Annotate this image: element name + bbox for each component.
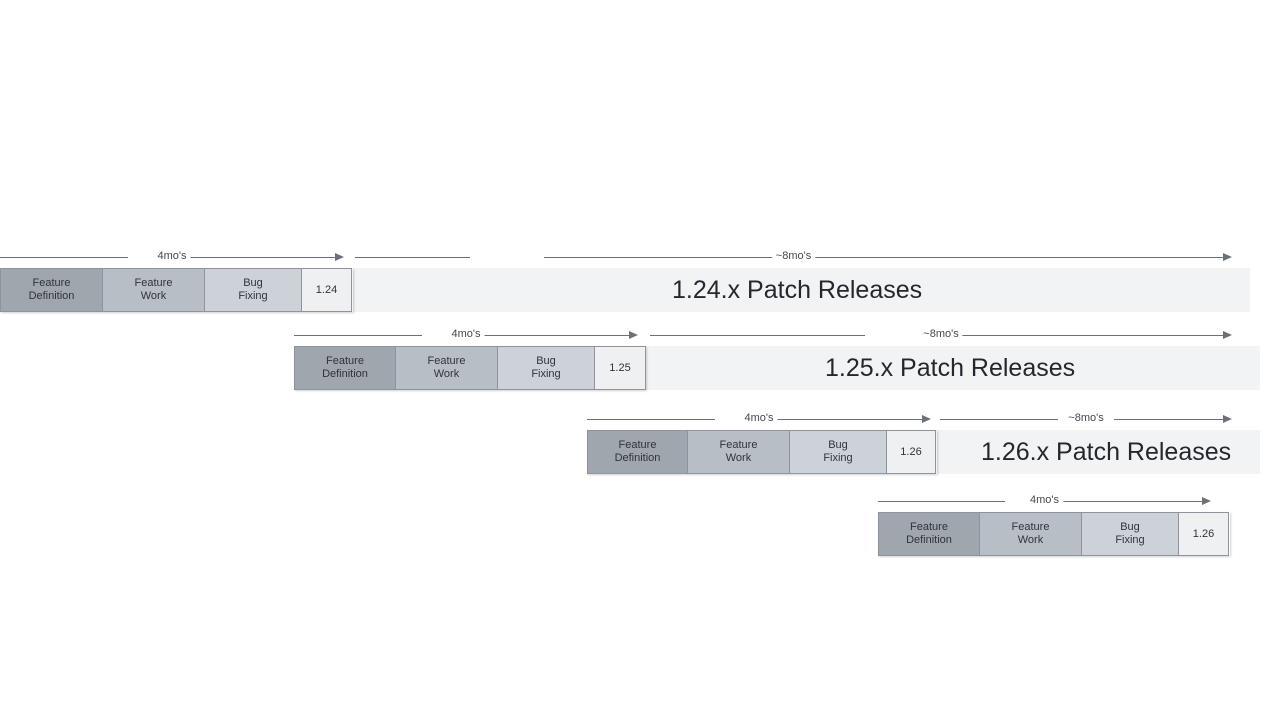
phase-feature-work[interactable]: Feature Work (102, 268, 205, 312)
phase-feature-work[interactable]: Feature Work (687, 430, 790, 474)
release-row-126: 4mo's ~8mo's 1.26.x Patch Releases Featu… (0, 410, 1280, 474)
release-row-127: 4mo's Feature Definition Feature Work Bu… (0, 492, 1280, 556)
measure-line-right (544, 257, 1224, 258)
phase-feature-definition[interactable]: Feature Definition (0, 268, 103, 312)
release-row-124: 4mo's ~8mo's 1.24.x Patch Releases Featu… (0, 248, 1280, 312)
phase-release-tag[interactable]: 1.24 (301, 268, 352, 312)
measure-line-left (940, 419, 1058, 420)
phase-bug-fixing[interactable]: Bug Fixing (497, 346, 595, 390)
phase-track-127: Feature Definition Feature Work Bug Fixi… (878, 512, 1230, 556)
measure-line-left (587, 419, 715, 420)
arrow-head-icon (629, 331, 638, 339)
phase-track-126: Feature Definition Feature Work Bug Fixi… (587, 430, 937, 474)
measure-line-left (878, 501, 1005, 502)
measure-line-left (294, 335, 422, 336)
patch-release-bar-124: 1.24.x Patch Releases (352, 268, 1250, 312)
phase-release-tag[interactable]: 1.26 (1178, 512, 1229, 556)
measure-line-left (355, 257, 470, 258)
measure-line-right (1114, 419, 1224, 420)
patch-duration-label: ~8mo's (771, 249, 816, 263)
phase-feature-definition[interactable]: Feature Definition (878, 512, 980, 556)
patch-release-label: 1.26.x Patch Releases (981, 438, 1232, 466)
patch-duration-measure-125: ~8mo's (650, 326, 1232, 346)
patch-release-label: 1.25.x Patch Releases (825, 354, 1076, 382)
dev-duration-label: 4mo's (1026, 493, 1063, 507)
dev-duration-measure-127: 4mo's (878, 492, 1211, 512)
arrow-head-icon (1223, 415, 1232, 423)
dev-duration-label: 4mo's (447, 327, 485, 341)
phase-release-tag[interactable]: 1.25 (594, 346, 646, 390)
phase-feature-definition[interactable]: Feature Definition (587, 430, 688, 474)
patch-duration-measure-126: ~8mo's (940, 410, 1232, 430)
phase-track-125: Feature Definition Feature Work Bug Fixi… (294, 346, 646, 390)
measure-line-right (472, 335, 630, 336)
measure-line-left (650, 335, 865, 336)
patch-duration-measure-124: ~8mo's (355, 248, 1232, 268)
phase-bug-fixing[interactable]: Bug Fixing (204, 268, 302, 312)
arrow-head-icon (335, 253, 344, 261)
dev-duration-measure-124: 4mo's (0, 248, 344, 268)
patch-release-label: 1.24.x Patch Releases (672, 276, 923, 304)
dev-duration-label: 4mo's (153, 249, 191, 263)
arrow-head-icon (1223, 331, 1232, 339)
phase-feature-work[interactable]: Feature Work (979, 512, 1082, 556)
patch-release-bar-126: 1.26.x Patch Releases (936, 430, 1260, 474)
dev-duration-measure-125: 4mo's (294, 326, 638, 346)
measure-line-right (178, 257, 336, 258)
phase-bug-fixing[interactable]: Bug Fixing (789, 430, 887, 474)
measure-line-right (1055, 501, 1203, 502)
arrow-head-icon (1202, 497, 1211, 505)
phase-feature-definition[interactable]: Feature Definition (294, 346, 396, 390)
phase-release-tag[interactable]: 1.26 (886, 430, 936, 474)
phase-track-124: Feature Definition Feature Work Bug Fixi… (0, 268, 353, 312)
measure-line-right (952, 335, 1224, 336)
phase-feature-work[interactable]: Feature Work (395, 346, 498, 390)
dev-duration-label: 4mo's (740, 411, 778, 425)
dev-duration-measure-126: 4mo's (587, 410, 931, 430)
release-row-125: 4mo's ~8mo's 1.25.x Patch Releases Featu… (0, 326, 1280, 390)
patch-duration-label: ~8mo's (919, 327, 963, 341)
patch-release-bar-125: 1.25.x Patch Releases (645, 346, 1260, 390)
patch-duration-label: ~8mo's (1064, 411, 1108, 425)
arrow-head-icon (922, 415, 931, 423)
measure-line-right (765, 419, 923, 420)
arrow-head-icon (1223, 253, 1232, 261)
measure-line-left (0, 257, 128, 258)
phase-bug-fixing[interactable]: Bug Fixing (1081, 512, 1179, 556)
